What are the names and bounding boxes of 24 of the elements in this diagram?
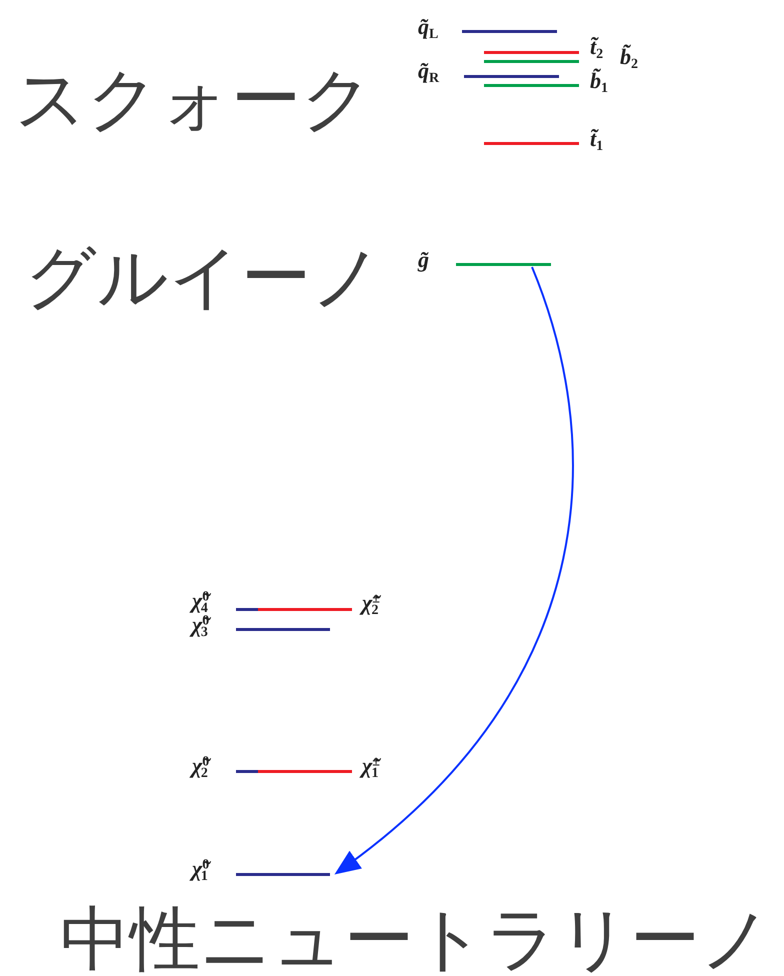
particle-group-label: 中性ニュートラリーノ: [60, 904, 772, 974]
level-label: t̃$_{2}$: [590, 36, 604, 62]
particle-group-label: スクォーク: [15, 64, 373, 134]
level-label: q̃$_{L}$: [418, 16, 438, 42]
energy-level-line: [258, 770, 352, 773]
energy-level-line: [236, 628, 330, 631]
decay-arrow: [334, 266, 574, 875]
energy-level-line: [464, 75, 559, 78]
level-label: b̃$_{2}$: [620, 46, 638, 72]
energy-level-line: [236, 873, 330, 876]
level-label: t̃$_{1}$: [590, 128, 604, 154]
level-label: g̃: [418, 249, 429, 271]
energy-level-line: [258, 608, 352, 611]
energy-level-line: [456, 263, 551, 266]
energy-level-line: [236, 770, 258, 773]
level-label: q̃$_{R}$: [418, 60, 440, 86]
energy-level-line: [462, 30, 557, 33]
energy-level-line: [484, 60, 579, 63]
level-label: b̃$_{1}$: [590, 70, 608, 96]
energy-level-line: [236, 608, 258, 611]
energy-level-line: [484, 84, 579, 87]
particle-group-label: グルイーノ: [25, 242, 383, 312]
energy-level-line: [484, 51, 579, 54]
energy-level-line: [484, 142, 579, 145]
